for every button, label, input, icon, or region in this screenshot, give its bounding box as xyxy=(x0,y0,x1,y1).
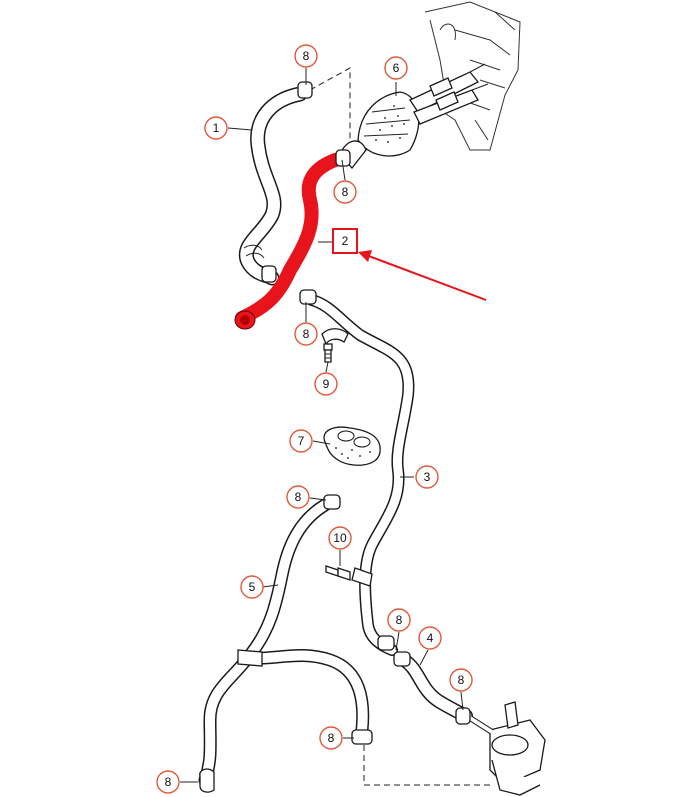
callout-1-label: 1 xyxy=(213,121,220,135)
callout-10-label: 10 xyxy=(333,531,347,545)
connector-dashed-top xyxy=(309,67,351,140)
callout-4: 4 xyxy=(418,626,442,650)
annotation-arrowhead xyxy=(358,250,372,262)
part-3-hose xyxy=(306,294,415,656)
annotation-arrow xyxy=(365,254,487,301)
callout-8-mid: 8 xyxy=(294,322,318,346)
callout-8-part5-top-label: 8 xyxy=(295,490,302,504)
clamp-8-part4-end xyxy=(455,707,471,725)
callout-8-top-label: 8 xyxy=(303,49,310,63)
callout-8-part5-branch-label: 8 xyxy=(328,731,335,745)
leader-lines xyxy=(180,68,464,783)
part-10-bolt-clip xyxy=(325,565,373,587)
callout-8-upper-mid: 8 xyxy=(333,180,357,204)
part-6-grommet xyxy=(339,63,489,170)
clamp-8-part4-start xyxy=(393,651,411,667)
connector-dashed-bottom xyxy=(363,745,490,786)
clamp-8-mid xyxy=(299,289,317,305)
clamp-8-top xyxy=(297,81,313,99)
callout-8-mid-label: 8 xyxy=(303,327,310,341)
callout-8-part5-branch: 8 xyxy=(319,726,343,750)
annotation-highlight xyxy=(332,228,487,301)
part-1-hose xyxy=(238,86,308,286)
callout-8-part5-top: 8 xyxy=(286,485,310,509)
callout-8-top: 8 xyxy=(294,44,318,68)
callout-3-label: 3 xyxy=(424,470,431,484)
hose-bracket xyxy=(321,328,349,346)
callout-3: 3 xyxy=(415,465,439,489)
callout-5: 5 xyxy=(240,575,264,599)
callout-4-label: 4 xyxy=(427,631,434,645)
part-9-bolt xyxy=(323,343,333,363)
clamp-8-part5-branch xyxy=(351,729,373,745)
water-pump xyxy=(468,701,546,796)
callout-9: 9 xyxy=(314,372,338,396)
callout-6: 6 xyxy=(384,56,408,80)
annotation-box xyxy=(332,228,358,254)
part-7-double-grommet xyxy=(323,426,381,466)
callout-6-label: 6 xyxy=(393,61,400,75)
callout-9-label: 9 xyxy=(323,377,330,391)
callout-8-part3-end-label: 8 xyxy=(396,613,403,627)
clamp-8-lower-left xyxy=(261,265,277,283)
part-2-hose-highlighted xyxy=(234,153,342,330)
clamp-8-part3-end xyxy=(377,635,395,651)
callout-8-upper-mid-label: 8 xyxy=(342,185,349,199)
callout-8-bottom-label: 8 xyxy=(165,775,172,789)
callout-5-label: 5 xyxy=(249,580,256,594)
callout-7-label: 7 xyxy=(298,434,305,448)
callout-2: 2 xyxy=(342,234,349,248)
callout-7: 7 xyxy=(289,429,313,453)
callout-1: 1 xyxy=(204,116,228,140)
part-5-hose xyxy=(198,498,370,793)
callout-8-part3-end: 8 xyxy=(387,608,411,632)
callout-2-label: 2 xyxy=(342,234,349,248)
callout-8-bottom: 8 xyxy=(156,770,180,794)
callout-8-part4-end: 8 xyxy=(449,668,473,692)
callout-8-part4-end-label: 8 xyxy=(458,673,465,687)
clamp-8-part5-top xyxy=(323,494,341,510)
callout-10: 10 xyxy=(328,526,352,550)
